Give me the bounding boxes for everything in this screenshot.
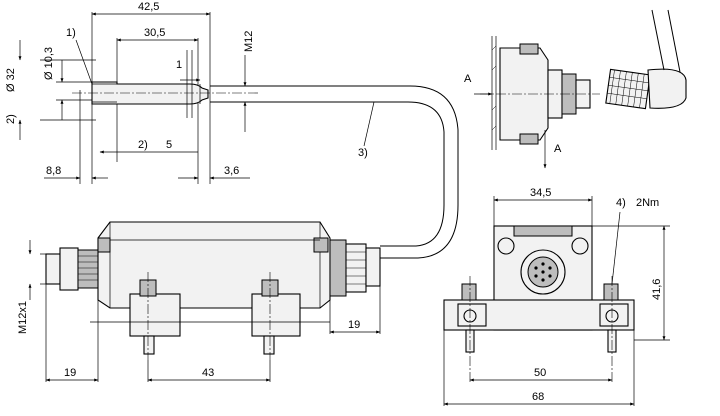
sensor-view: 42,5 30,5 M12 Ø 10,3 Ø 32 2) 1 1) 2) 5 8… bbox=[5, 1, 260, 184]
view-a-detail: A A bbox=[464, 9, 687, 169]
dim-front-mount-spacing: 50 bbox=[534, 367, 546, 379]
dim-connector-thread: M12x1 bbox=[17, 301, 29, 334]
dim-front-total-width: 68 bbox=[532, 391, 544, 403]
dim-connector-offset: 19 bbox=[348, 319, 360, 331]
housing-side-view: M12x1 19 43 19 bbox=[17, 221, 381, 382]
dim-left-margin: 19 bbox=[64, 367, 76, 379]
dim-sensor-gap: 1 bbox=[176, 59, 182, 71]
callout-2-vertical: 2) bbox=[5, 114, 17, 124]
callout-4: 4) bbox=[616, 197, 626, 209]
dim-sensor-diameter-outer: Ø 32 bbox=[5, 68, 17, 92]
dim-sensor-thread: M12 bbox=[243, 31, 255, 52]
dim-sensor-depth: 5 bbox=[166, 139, 172, 151]
view-a-label-arrow: A bbox=[554, 143, 562, 155]
dim-sensor-body-length: 30,5 bbox=[144, 27, 165, 39]
cable: 3) bbox=[210, 85, 459, 259]
dim-front-top-width: 34,5 bbox=[530, 187, 551, 199]
dim-mount-spacing: 43 bbox=[202, 367, 214, 379]
view-a-label-top: A bbox=[464, 73, 472, 85]
callout-2: 2) bbox=[138, 139, 148, 151]
housing-front-view: 34,5 41,6 50 68 4) 2Nm bbox=[443, 187, 670, 406]
callout-3: 3) bbox=[358, 147, 368, 159]
dim-sensor-total-length: 42,5 bbox=[138, 1, 159, 13]
dim-sensor-left-offset: 8,8 bbox=[46, 165, 61, 177]
dim-sensor-diameter-inner: Ø 10,3 bbox=[43, 47, 55, 80]
callout-1: 1) bbox=[66, 27, 76, 39]
torque-label: 2Nm bbox=[636, 197, 659, 209]
dim-sensor-right-offset: 3,6 bbox=[224, 165, 239, 177]
dim-front-height: 41,6 bbox=[651, 279, 663, 300]
